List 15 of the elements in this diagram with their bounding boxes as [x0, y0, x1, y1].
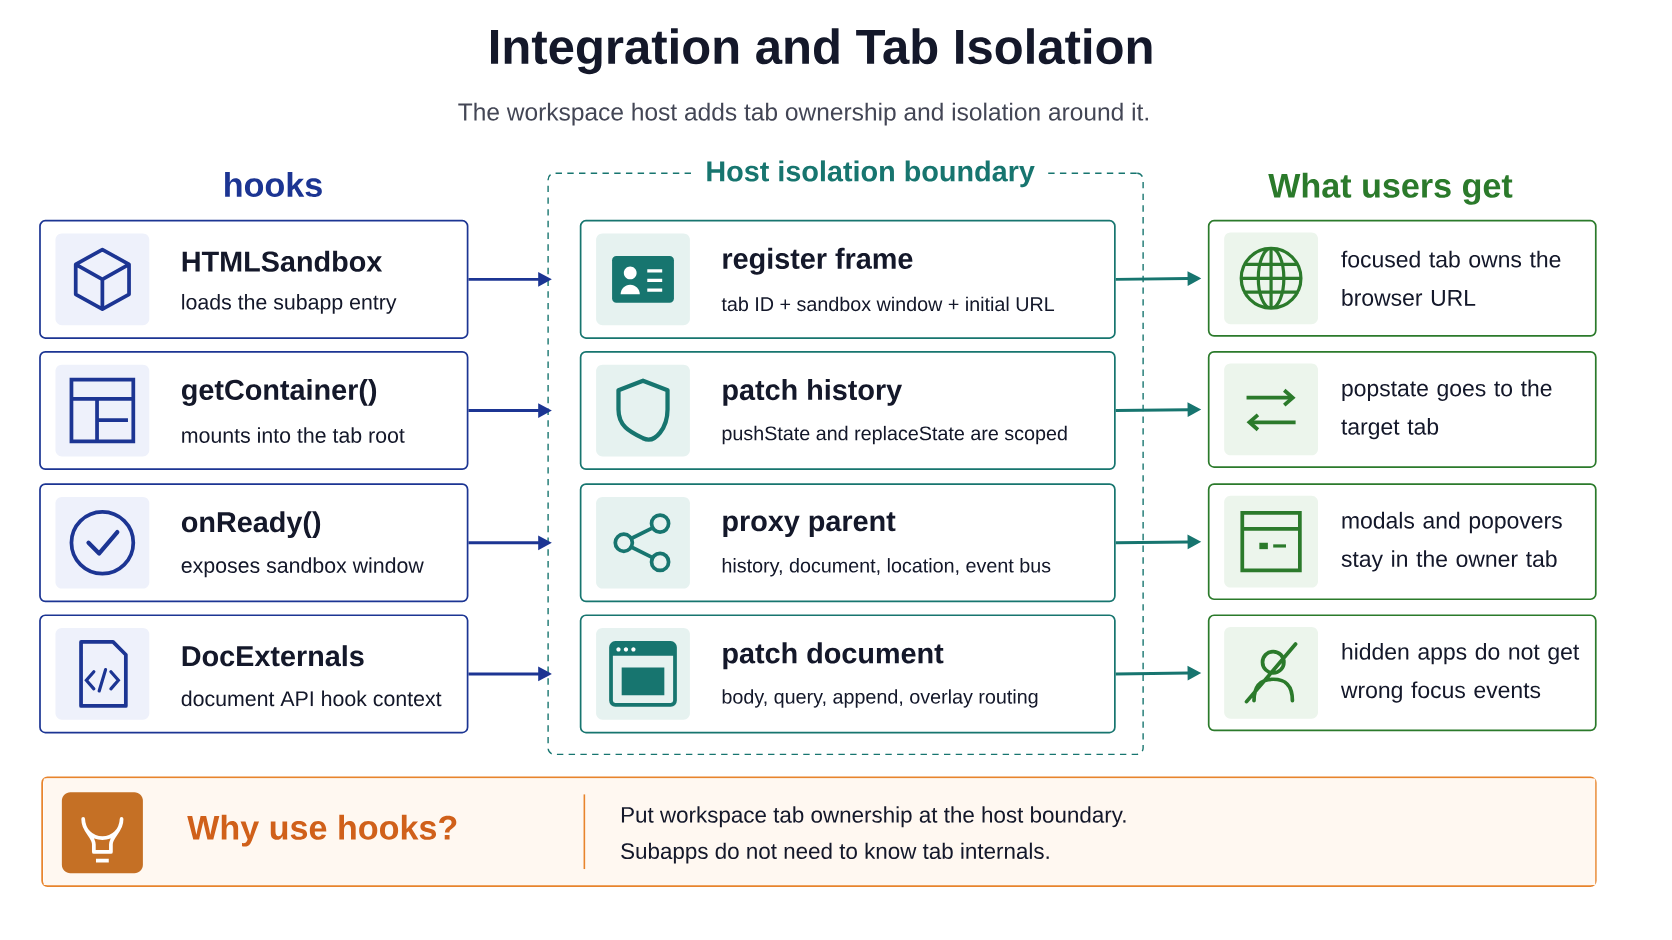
result-box: popstate goes to the target tab [1207, 350, 1597, 468]
result-box: hidden apps do not get wrong focus events [1207, 614, 1597, 732]
result-box: modals and popovers stay in the owner tab [1207, 483, 1597, 600]
hook-box: getContainer() mounts into the tab root [39, 350, 469, 470]
subtitle: The workspace host adds tab ownership and isolation around it. [458, 102, 1148, 126]
process-box: proxy parent history, document, location, event bus [579, 483, 1116, 603]
hook-box: DocExternals document API hook context [39, 614, 469, 734]
process-box: patch document body, query, append, overlay routing [579, 614, 1116, 734]
result-box: focused tab owns the browser URL [1207, 219, 1597, 337]
title: Integration and Tab Isolation [491, 28, 1152, 74]
callout-band: Why use hooks? Put workspace tab ownership at the host boundary. Subapps do not need to know tab internals. [41, 776, 1597, 887]
hook-box: onReady() exposes sandbox window [39, 483, 469, 603]
hook-box: HTMLSandbox loads the subapp entry [39, 219, 469, 339]
process-box: patch history pushState and replaceState are scoped [579, 350, 1116, 470]
process-box: register frame tab ID + sandbox window + initial URL [579, 219, 1116, 339]
